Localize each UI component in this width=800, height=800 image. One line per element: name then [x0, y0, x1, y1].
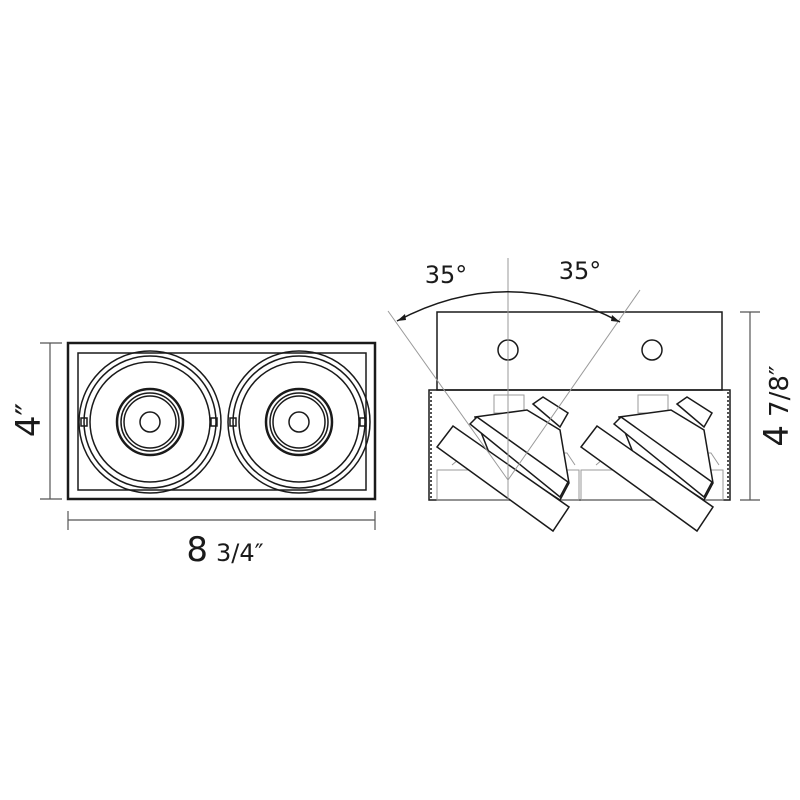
tilt-arc [396, 291, 621, 323]
height-dimension: 4″ [9, 342, 62, 500]
lamp-top-left [78, 350, 222, 494]
tilt-lamp-right [579, 394, 724, 533]
side-view: 35° 35° 47/8″ [387, 257, 797, 533]
tilt-right-label: 35° [559, 257, 602, 285]
height-label: 4″ [9, 403, 49, 437]
knockout-hole [641, 339, 663, 361]
junction-box [436, 311, 723, 391]
lamp-top-right [227, 350, 371, 494]
tilt-left-label: 35° [425, 261, 468, 289]
side-height-label: 47/8″ [757, 365, 797, 446]
tilt-angle-indicator: 35° 35° [387, 257, 641, 500]
trim-outer [66, 341, 377, 501]
side-height-dimension: 47/8″ [740, 311, 797, 501]
